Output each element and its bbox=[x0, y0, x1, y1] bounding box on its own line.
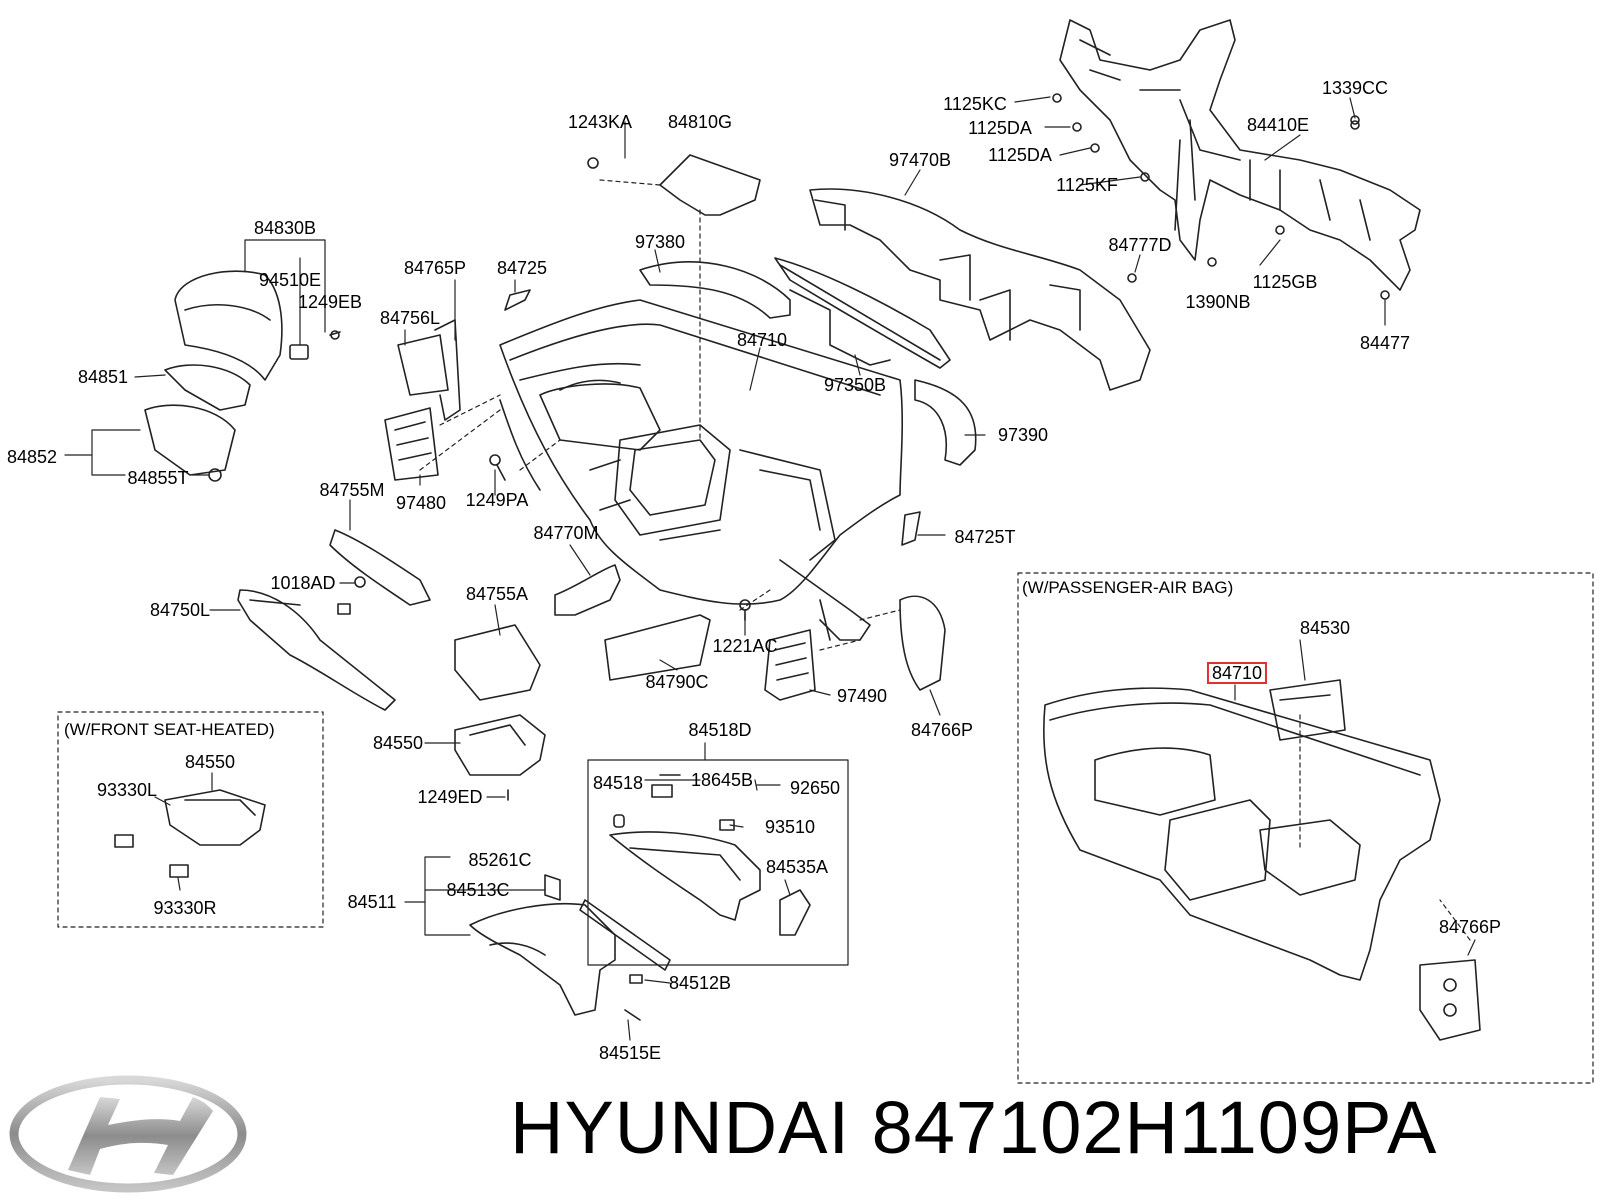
part-label: 84750L bbox=[149, 600, 211, 620]
part-label: 84530 bbox=[1299, 618, 1351, 638]
part-label: 84770M bbox=[533, 523, 599, 543]
part-label: 1125DA bbox=[988, 145, 1052, 165]
heated-seat-box-title: (W/FRONT SEAT-HEATED) bbox=[64, 720, 275, 739]
part-label: 84515E bbox=[598, 1043, 662, 1063]
part-label: 84755A bbox=[465, 584, 529, 604]
part-label: 84855T bbox=[127, 468, 189, 488]
airbag-box-title: (W/PASSENGER-AIR BAG) bbox=[1022, 578, 1234, 597]
heated-seat-switch-drawing bbox=[114, 789, 266, 878]
part-label: 92650 bbox=[789, 778, 841, 798]
part-label: 84512B bbox=[668, 973, 732, 993]
part-label: 84511 bbox=[347, 892, 397, 912]
part-label: 84477 bbox=[1359, 333, 1411, 353]
air-duct-drawing bbox=[809, 188, 1151, 391]
part-label: 84518D bbox=[688, 720, 752, 740]
label-leaders bbox=[64, 96, 1476, 1041]
side-duct-drawing bbox=[639, 261, 977, 466]
part-label: 84830B bbox=[253, 218, 317, 238]
part-label: 1125KF bbox=[1056, 175, 1118, 195]
airbag-dashboard-drawing bbox=[1042, 679, 1481, 1041]
lower-left-panel-drawing bbox=[237, 529, 431, 711]
part-label: 84725T bbox=[954, 527, 1016, 547]
hyundai-logo-icon bbox=[9, 1075, 247, 1193]
left-vent-drawing bbox=[384, 289, 531, 481]
part-label: 84755M bbox=[319, 480, 385, 500]
part-label: 84810G bbox=[667, 112, 733, 132]
fastener-drawings bbox=[330, 93, 1390, 340]
part-label: 84765P bbox=[403, 258, 467, 278]
part-label: 84790C bbox=[645, 672, 709, 692]
center-cover-drawing bbox=[659, 154, 761, 216]
part-label: 94510E bbox=[258, 270, 322, 290]
part-label: 97380 bbox=[634, 232, 686, 252]
part-label: 1125GB bbox=[1252, 272, 1318, 292]
part-label: 97470B bbox=[888, 150, 952, 170]
part-label: 84766P bbox=[910, 720, 974, 740]
part-label: 84766P bbox=[1438, 917, 1502, 937]
part-label: 1339CC bbox=[1321, 78, 1389, 98]
part-label: 1249PA bbox=[465, 490, 529, 510]
part-label: 97390 bbox=[997, 425, 1049, 445]
part-label: 93510 bbox=[764, 817, 816, 837]
part-label: 97480 bbox=[395, 493, 447, 513]
part-label: 1243KA bbox=[567, 112, 633, 132]
part-label: 84518 bbox=[592, 773, 644, 793]
part-label: 1249ED bbox=[417, 787, 483, 807]
part-label: 84410E bbox=[1246, 115, 1310, 135]
heated-seat-box bbox=[57, 711, 324, 928]
part-label: 85261C bbox=[468, 850, 532, 870]
part-label: 93330R bbox=[153, 898, 217, 918]
part-label: 84535A bbox=[765, 857, 829, 877]
part-label: 84550 bbox=[184, 752, 236, 772]
glove-box-inner-drawing bbox=[609, 774, 811, 936]
dashboard-main-drawing bbox=[499, 299, 904, 641]
part-label: 1249EB bbox=[297, 292, 363, 312]
part-label: 84756L bbox=[379, 308, 441, 328]
part-label: 84550 bbox=[372, 733, 424, 753]
part-label: 97490 bbox=[836, 686, 888, 706]
airbag-box bbox=[1017, 572, 1594, 1084]
console-panel-drawing bbox=[454, 714, 546, 801]
part-label: 84852 bbox=[6, 447, 58, 467]
center-lower-parts-drawing bbox=[454, 511, 946, 701]
part-label: 97350B bbox=[823, 375, 887, 395]
part-label: 93330L bbox=[96, 780, 158, 800]
glove-box-inner-group-box bbox=[587, 759, 849, 966]
leader-lines bbox=[419, 179, 1471, 941]
part-label: 84777D bbox=[1108, 235, 1172, 255]
part-label: 84851 bbox=[77, 367, 129, 387]
glove-box-drawing bbox=[469, 874, 671, 1021]
part-label: 1390NB bbox=[1185, 292, 1251, 312]
part-label-highlighted: 84710 bbox=[1206, 662, 1268, 684]
part-label: 84513C bbox=[446, 880, 510, 900]
cluster-facia-drawing bbox=[144, 270, 341, 482]
part-label: 1221AC bbox=[712, 636, 778, 656]
footer-title: HYUNDAI 847102H1109PA bbox=[510, 1085, 1437, 1170]
defroster-nozzle-drawing bbox=[774, 257, 951, 369]
part-label: 18645B bbox=[690, 770, 754, 790]
brand-name: HYUNDAI bbox=[510, 1086, 851, 1169]
part-label: 1125DA bbox=[968, 118, 1032, 138]
steering-support-frame-drawing bbox=[1059, 19, 1421, 291]
part-label: 84710 bbox=[736, 330, 788, 350]
part-label: 84725 bbox=[496, 258, 548, 278]
part-label: 1125KC bbox=[943, 94, 1007, 114]
part-label: 1018AD bbox=[270, 573, 336, 593]
part-number: 847102H1109PA bbox=[871, 1086, 1438, 1169]
